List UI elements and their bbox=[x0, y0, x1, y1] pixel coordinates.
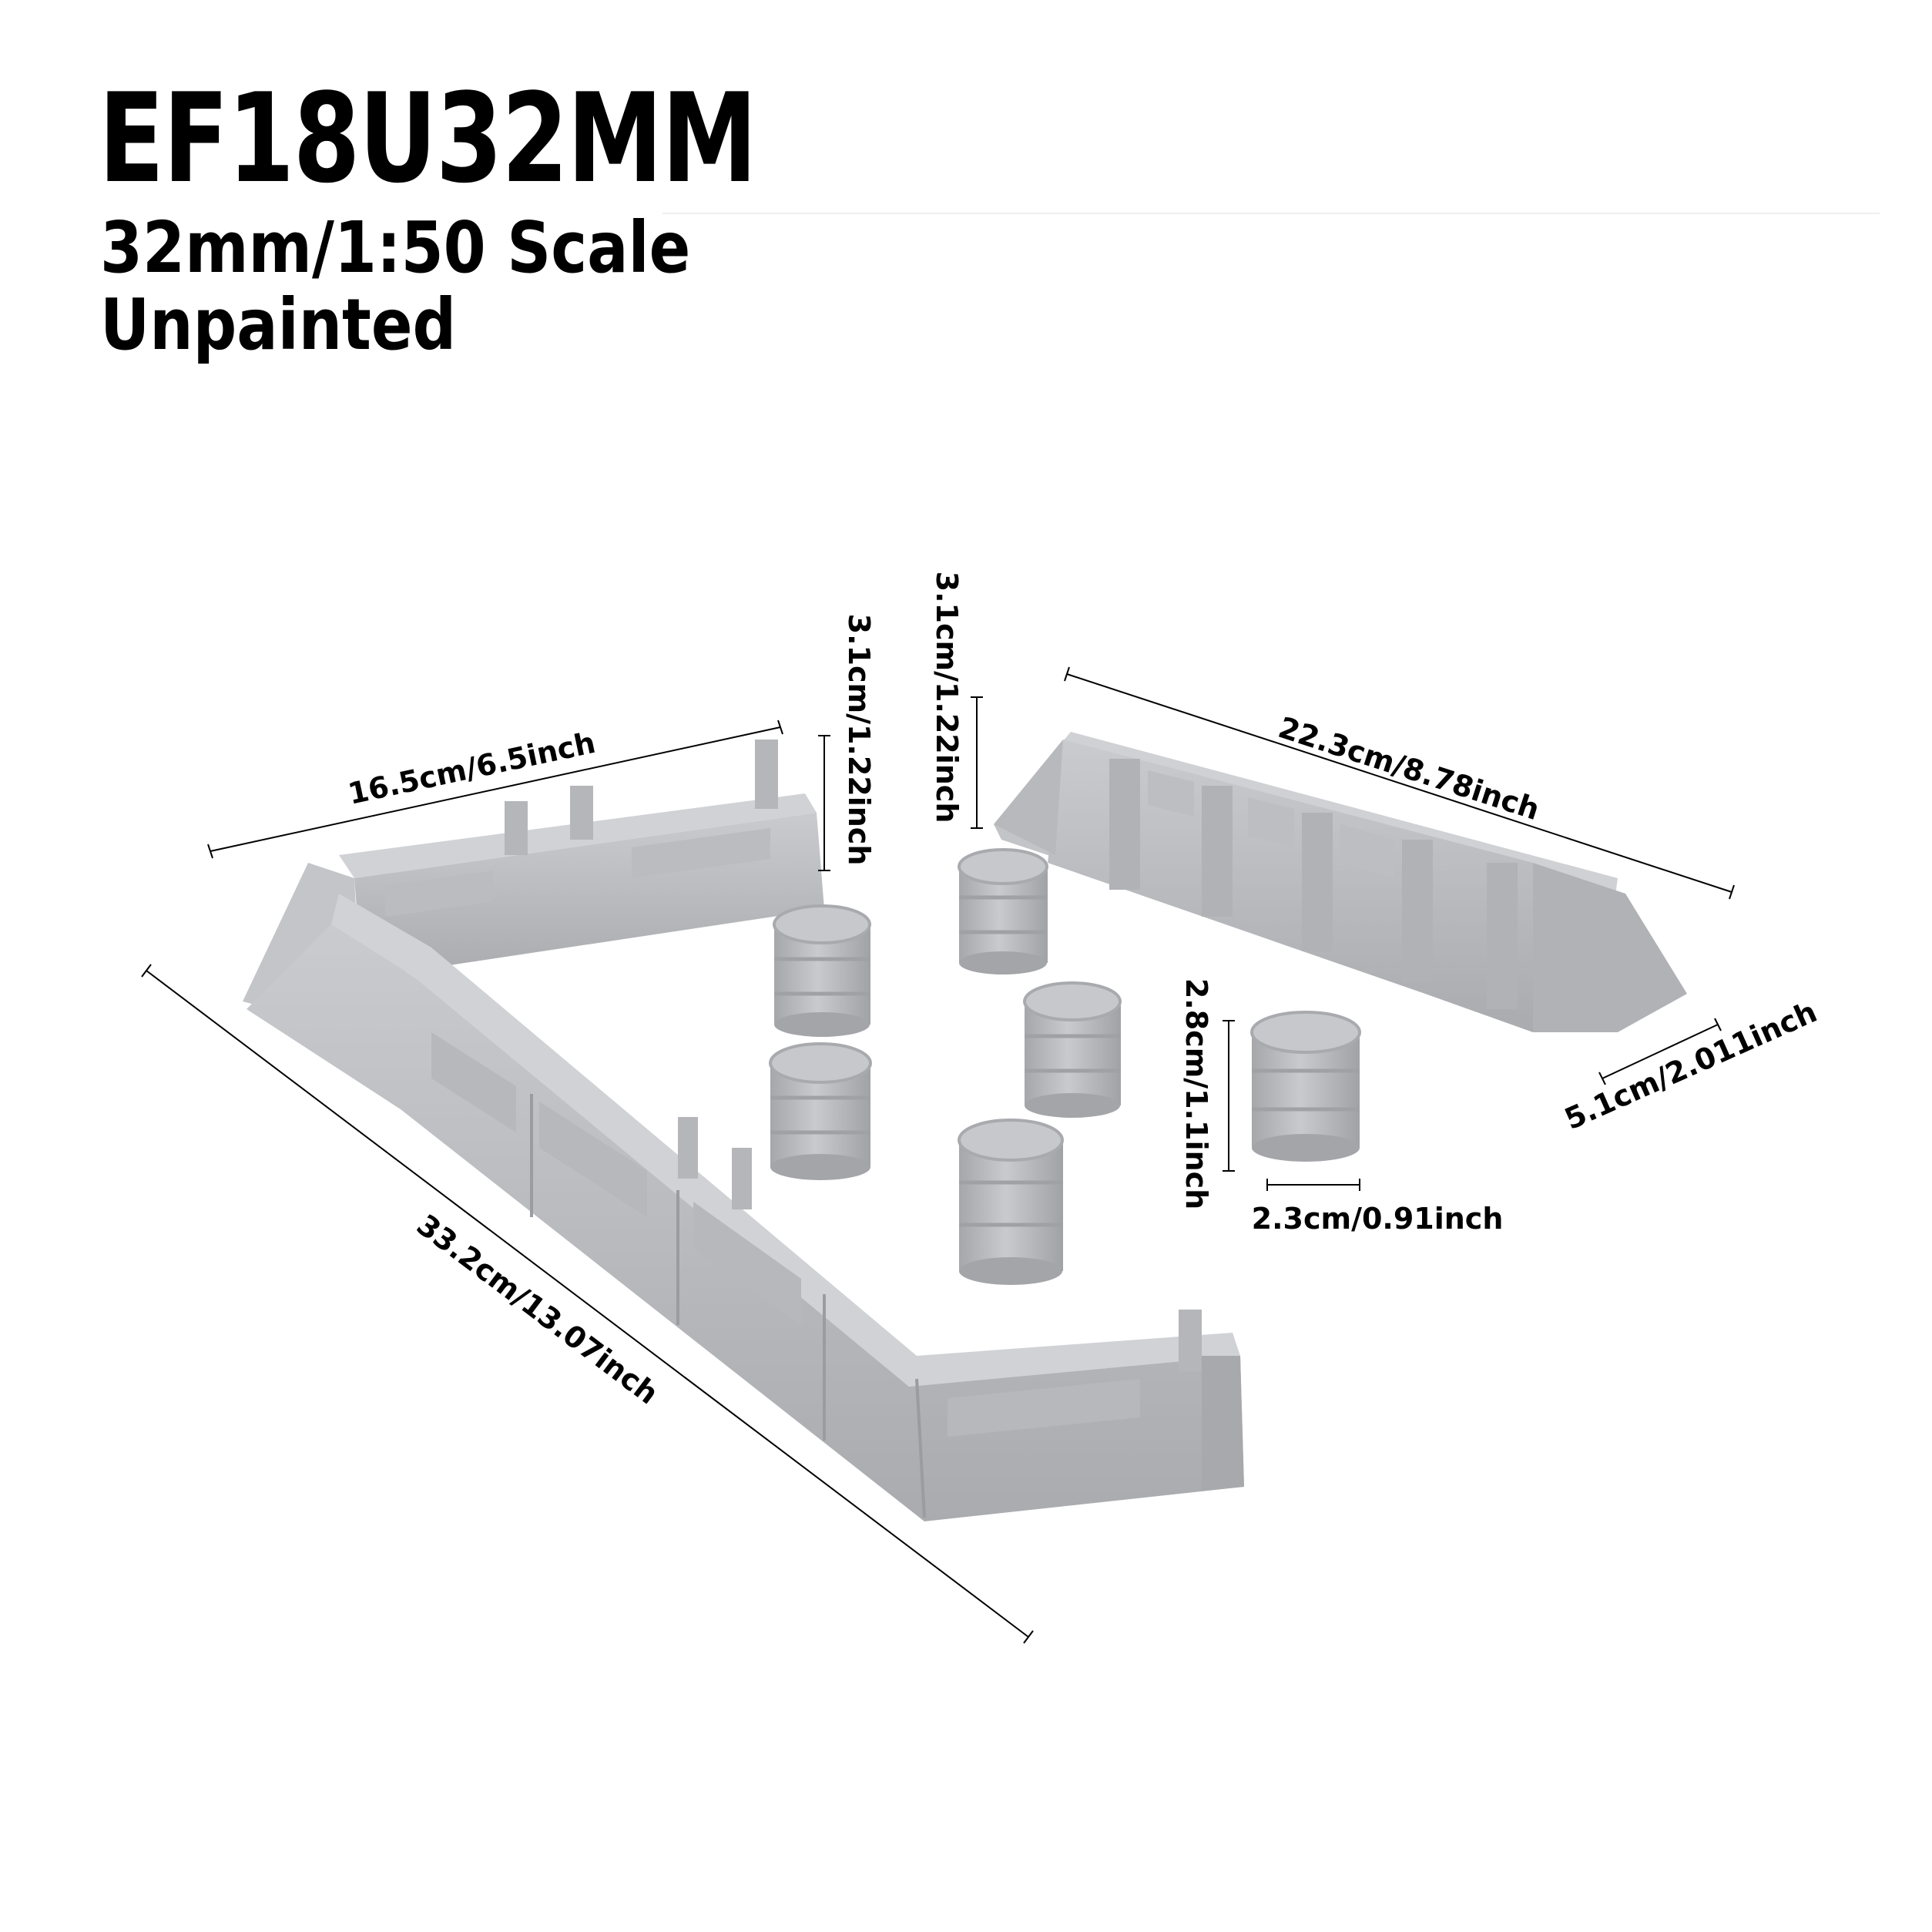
wall-panel bbox=[539, 1102, 647, 1217]
straight-end-slope-left bbox=[994, 740, 1063, 855]
dim-line-corner-short bbox=[210, 726, 781, 852]
dim-tick bbox=[1023, 1630, 1034, 1644]
dim-line-straight-length bbox=[1066, 673, 1732, 893]
dim-label-straight-height: 3.1cm/1.22inch bbox=[930, 572, 964, 823]
corner-post bbox=[1179, 1310, 1202, 1371]
finish-label: Unpainted bbox=[100, 283, 457, 366]
corner-post bbox=[678, 1117, 698, 1179]
dim-tick bbox=[141, 964, 152, 978]
barrel bbox=[773, 904, 871, 1037]
dim-label-barrel-width: 2.3cm/0.91inch bbox=[1252, 1202, 1504, 1236]
wall-panel bbox=[385, 870, 493, 917]
straight-rib bbox=[1202, 786, 1233, 917]
wall-panel bbox=[1248, 797, 1294, 847]
dim-line-corner-long bbox=[146, 970, 1029, 1638]
dim-tick bbox=[1598, 1072, 1606, 1085]
corner-post bbox=[732, 1148, 752, 1209]
barrel bbox=[958, 848, 1048, 974]
header-divider bbox=[662, 213, 1880, 214]
scale-label: 32mm/1:50 Scale bbox=[100, 206, 691, 289]
barrel bbox=[958, 1119, 1064, 1285]
straight-rib bbox=[1109, 759, 1140, 890]
wall-panel bbox=[693, 1202, 801, 1325]
dim-line-straight-depth bbox=[1602, 1024, 1719, 1079]
barrels bbox=[769, 848, 1361, 1285]
straight-rib bbox=[1302, 813, 1333, 951]
corner-post bbox=[755, 740, 778, 809]
corner-post bbox=[505, 801, 528, 855]
straight-end-slope bbox=[1533, 863, 1687, 1032]
corner-post bbox=[570, 786, 593, 840]
wall-panel bbox=[948, 1379, 1140, 1437]
barrel bbox=[1250, 1011, 1361, 1162]
dim-tick bbox=[1714, 1018, 1722, 1031]
straight-rib bbox=[1487, 863, 1518, 1009]
dim-label-barrel-height: 2.8cm/1.1inch bbox=[1179, 978, 1213, 1209]
dim-label-corner-short: 16.5cm/6.5inch bbox=[345, 726, 599, 811]
corner-long-wall-top bbox=[331, 894, 1240, 1387]
barrel bbox=[769, 1042, 872, 1180]
corner-barricade bbox=[243, 740, 1244, 1521]
wall-panel bbox=[632, 828, 770, 878]
dim-tick bbox=[207, 844, 213, 859]
dim-tick bbox=[777, 719, 783, 735]
product-code: EF18U32MM bbox=[99, 66, 757, 210]
dim-tick bbox=[1064, 666, 1070, 682]
wall-panel bbox=[1340, 824, 1394, 878]
barrel bbox=[1023, 981, 1122, 1118]
wall-panel bbox=[1148, 770, 1194, 817]
wall-seam bbox=[915, 1378, 926, 1518]
dim-label-corner-height: 3.1cm/1.22inch bbox=[842, 614, 876, 866]
corner-front-end-slope bbox=[1202, 1356, 1244, 1491]
dim-tick bbox=[1729, 884, 1735, 900]
wall-panel bbox=[431, 1032, 516, 1132]
straight-barricade bbox=[994, 732, 1687, 1032]
straight-rib bbox=[1402, 840, 1433, 982]
